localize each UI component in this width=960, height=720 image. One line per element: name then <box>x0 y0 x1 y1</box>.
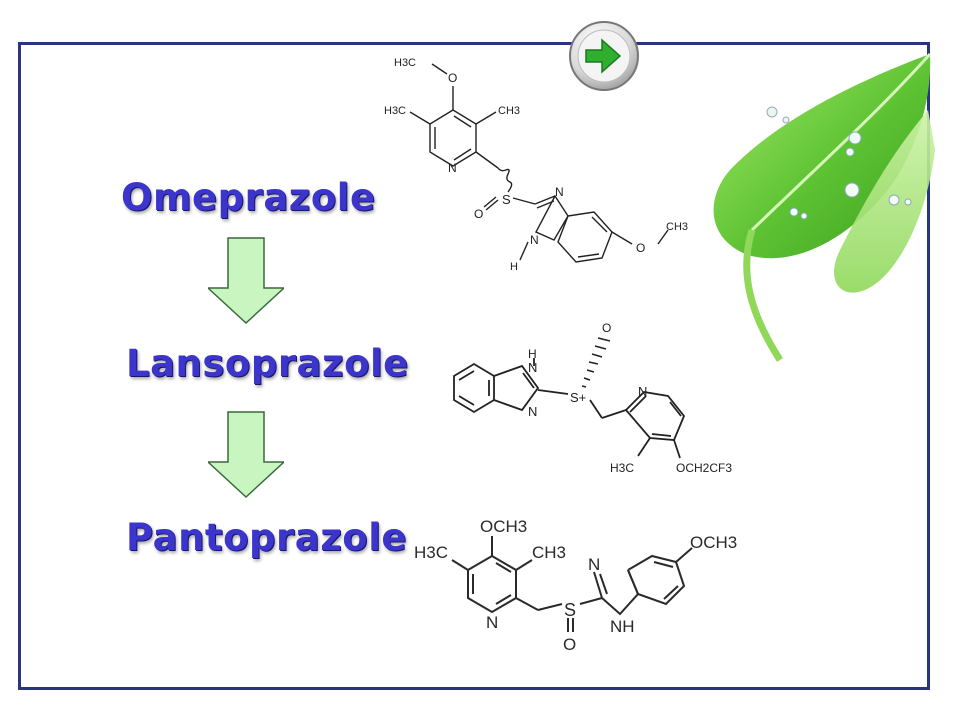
atom-nitrogen: N <box>555 185 564 199</box>
atom-hydrogen: H <box>528 347 537 361</box>
leaf-decoration <box>713 53 935 362</box>
atom-nitrogen: N <box>638 384 647 399</box>
atom-oxygen: O <box>636 241 645 255</box>
atom-nitrogen: N <box>486 613 498 632</box>
drug-name-pantoprazole: Pantoprazole <box>126 516 407 559</box>
atom-hydrogen: H <box>510 261 518 273</box>
atom-nitrogen: N <box>588 555 600 574</box>
atom-sulfur: S <box>502 192 511 207</box>
drug-name-lansoprazole: Lansoprazole <box>126 342 409 385</box>
atom-ch3: CH3 <box>532 543 566 562</box>
atom-nitrogen: N <box>448 161 457 175</box>
atom-oxygen: O <box>474 207 483 221</box>
atom-h3c-top: H3C <box>394 57 416 69</box>
arrow-down-icon <box>208 237 284 325</box>
atom-h3c-left: H3C <box>414 543 448 562</box>
drug-name-omeprazole: Omeprazole <box>121 176 376 219</box>
atom-ch3-methoxy: CH3 <box>666 221 688 233</box>
omeprazole-structure: H3C O H3C CH3 N S O N N H O CH3 <box>384 57 688 273</box>
atom-nh: NH <box>610 617 635 636</box>
atom-oxygen: O <box>563 635 576 654</box>
atom-nitrogen: N <box>530 233 539 247</box>
pantoprazole-structure: OCH3 H3C CH3 N S O N NH OCH3 <box>414 517 737 654</box>
atom-ch3-right: CH3 <box>498 105 520 117</box>
atom-och3-top: OCH3 <box>480 517 527 536</box>
lansoprazole-structure: H N N S+ O N H3C OCH2CF3 <box>453 321 732 475</box>
slide-frame <box>18 42 930 690</box>
atom-nitrogen: N <box>528 404 537 419</box>
atom-sulfur-cation: S+ <box>570 390 586 405</box>
atom-och2cf3: OCH2CF3 <box>676 461 732 475</box>
arrow-down-icon <box>208 411 284 499</box>
atom-och3-right: OCH3 <box>690 533 737 552</box>
atom-oxygen: O <box>448 71 457 85</box>
atom-h3c: H3C <box>610 461 634 475</box>
next-slide-button[interactable] <box>566 18 642 94</box>
atom-sulfur: S <box>564 600 576 620</box>
atom-nitrogen: N <box>528 360 537 375</box>
atom-oxygen: O <box>602 321 611 335</box>
green-arrow-right-icon <box>585 38 622 74</box>
atom-h3c-left: H3C <box>384 105 406 117</box>
